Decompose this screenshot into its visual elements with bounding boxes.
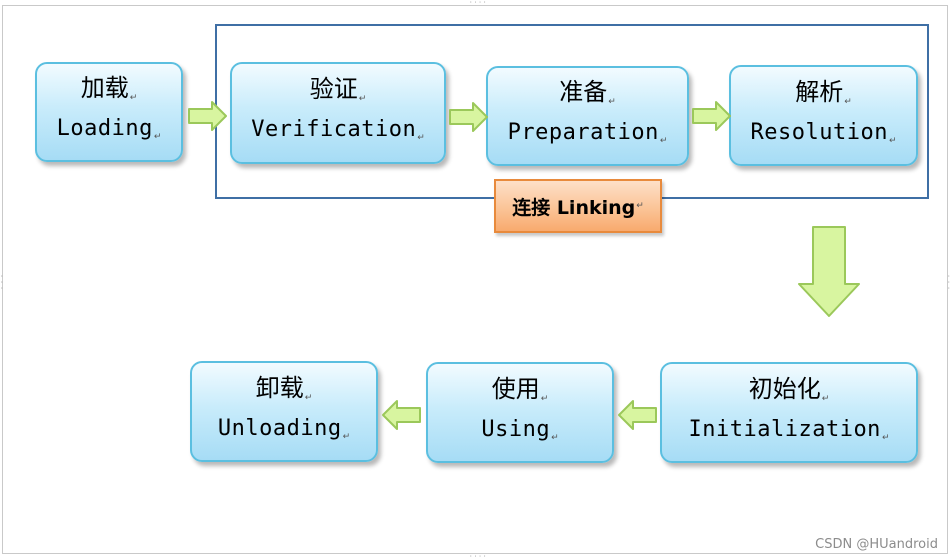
stage-using: 使用↵ Using↵ — [426, 362, 614, 463]
stage-unloading-en: Unloading↵ — [217, 415, 351, 442]
stage-preparation: 准备↵ Preparation↵ — [486, 66, 689, 166]
stage-resolution-en: Resolution↵ — [750, 119, 897, 146]
stage-initialization-zh: 初始化↵ — [748, 374, 830, 404]
arrow-verification-to-preparation — [449, 102, 488, 132]
arrow-linking-to-initialization — [798, 226, 860, 317]
stage-verification: 验证↵ Verification↵ — [230, 62, 446, 164]
resize-handle-right[interactable]: ··· — [947, 273, 952, 292]
stage-using-en: Using↵ — [481, 416, 559, 443]
stage-verification-zh: 验证↵ — [309, 75, 367, 104]
stage-resolution-zh: 解析↵ — [795, 77, 852, 107]
arrow-using-to-unloading — [382, 400, 421, 430]
linking-label: 连接 Linking↵ — [494, 179, 662, 233]
stage-resolution: 解析↵ Resolution↵ — [729, 65, 918, 166]
stage-loading: 加载↵ Loading↵ — [35, 62, 183, 162]
resize-handle-top[interactable]: ···· — [469, 0, 488, 6]
watermark-text: CSDN @HUandroid — [815, 537, 938, 552]
stage-loading-zh: 加载↵ — [80, 74, 138, 103]
arrow-initialization-to-using — [618, 400, 657, 430]
stage-preparation-en: Preparation↵ — [507, 120, 668, 146]
stage-unloading-zh: 卸载↵ — [255, 373, 313, 403]
stage-initialization-en: Initialization↵ — [688, 416, 890, 443]
stage-using-zh: 使用↵ — [491, 374, 549, 404]
stage-preparation-zh: 准备↵ — [559, 78, 616, 107]
resize-handle-bottom[interactable]: ···· — [469, 553, 488, 560]
stage-initialization: 初始化↵ Initialization↵ — [660, 362, 918, 463]
arrow-loading-to-verification — [188, 101, 227, 131]
stage-verification-en: Verification↵ — [251, 117, 425, 143]
arrow-preparation-to-resolution — [692, 101, 731, 131]
stage-unloading: 卸载↵ Unloading↵ — [190, 361, 378, 462]
resize-handle-left[interactable]: ··· — [0, 273, 5, 292]
stage-loading-en: Loading↵ — [56, 116, 162, 142]
canvas-frame — [2, 5, 948, 554]
